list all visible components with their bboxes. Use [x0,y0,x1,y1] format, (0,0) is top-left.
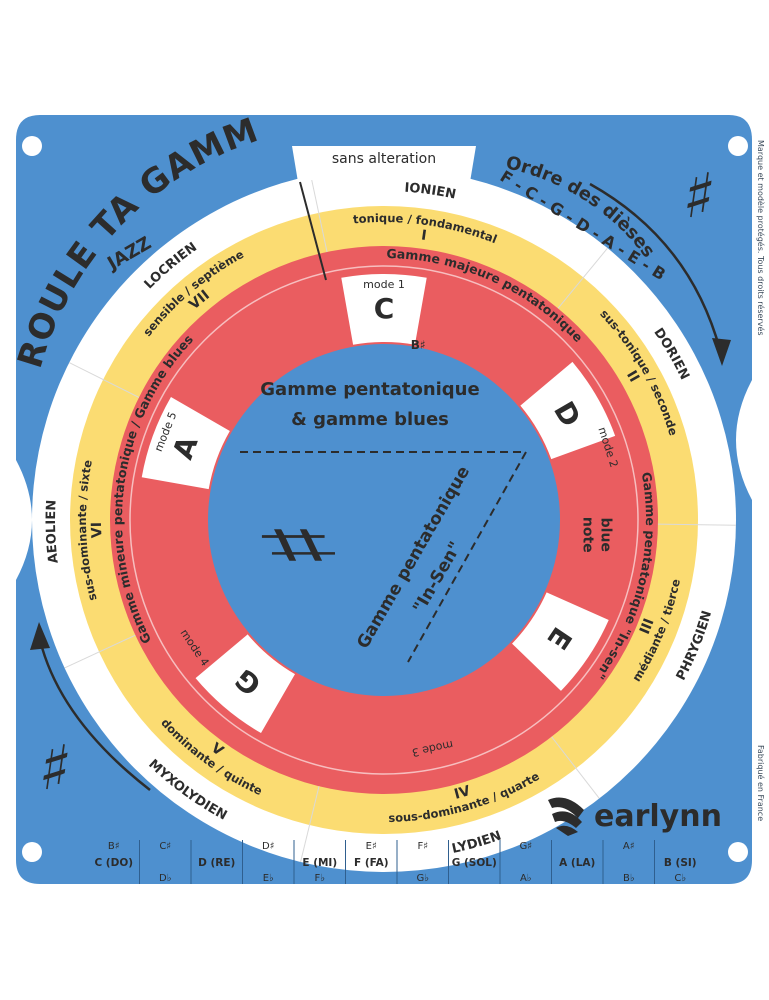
mode-divider [310,175,328,253]
note-window-a[interactable] [141,397,230,490]
center-disc[interactable] [208,344,560,696]
note-window-g[interactable] [195,634,295,734]
center-title-line1: Gamme pentatonique [260,379,479,400]
wheel-rings[interactable] [32,168,736,872]
mode-name-aeolien: AEOLIEN [44,500,62,565]
strip-note-bottom: A♭ [520,873,532,884]
top-tab-label: sans alteration [332,151,436,167]
mode-number-label: mode 1 [363,278,405,291]
strip-note-main: G (SOL) [452,857,497,869]
brand-logo: earlynn [548,797,722,836]
sharp-center: ♯ [242,521,359,569]
strip-note-bottom: C♭ [674,873,686,884]
scale-ring-inner-line [129,265,639,775]
mode-divider [551,736,600,799]
bottom-note-strip: B♯ C (DO) C♯ D♭ D (RE) D♯ E♭ E (MI) F♭ E♯ F (FA) F♯… [94,840,697,884]
strip-note-main: B (SI) [664,857,697,869]
mode-divider [300,786,320,863]
rotate-arrow-left-head [30,622,50,650]
strip-note-top: C♯ [159,841,171,852]
mode-divider [657,523,736,526]
strip-note-top: G♯ [519,841,532,852]
degree-numeral: VI [89,522,106,539]
strip-note-main: A (LA) [559,857,595,869]
strip-note-bottom: E♭ [263,873,274,884]
strip-note-main: D (RE) [198,857,235,869]
degree-numeral: I [420,228,427,245]
strip-note-top: B♯ [108,841,120,852]
note-window-e[interactable] [512,592,609,691]
degree-numeral-path: VI [89,522,106,539]
brand-name: earlynn [594,799,722,834]
center-dashed-diagonal [407,451,527,663]
degree-numeral: IV [453,783,473,803]
mode-divider [64,634,136,669]
note-window-d[interactable] [520,361,616,460]
strip-note-bottom: D♭ [159,873,172,884]
hole-bottom-right [728,842,748,862]
strip-note-top: A♯ [623,841,635,852]
side-text-bottom: Fabriqué en France [756,745,766,821]
mode-divider [557,247,608,309]
hole-top-right [728,136,748,156]
strip-note-top: D♯ [262,841,275,852]
strip-note-top: E♯ [366,841,377,852]
strip-note-main: F (FA) [354,857,389,869]
strip-note-top: F♯ [417,841,428,852]
degree-numeral-path: I [420,228,427,245]
note-letter: C [374,292,395,325]
rotate-arrow-left [38,639,151,791]
blue-note-line2: note [579,517,595,553]
side-text-right: Marque et modèle protégés. Tous droits r… [756,140,766,336]
pointer-line [299,181,327,281]
mode-name-path: AEOLIEN [44,500,62,565]
strip-note-bottom: F♭ [315,873,326,884]
degree-numeral: III [637,616,658,636]
mode-divider [68,362,140,398]
rotate-arrow-right-head [712,338,731,366]
note-alteration: B♯ [411,338,426,352]
rotate-arrow-right [589,182,722,351]
strip-note-main: E (MI) [302,857,337,869]
degree-numeral-path: III [637,616,658,636]
hole-top-left [22,136,42,156]
strip-note-main: C (DO) [94,857,133,869]
brand-logo-mark [548,797,584,836]
top-tab[interactable] [292,146,476,182]
strip-note-bottom: G♭ [417,873,430,884]
degree-numeral-path: IV [453,783,473,803]
strip-note-bottom: B♭ [623,873,635,884]
note-window-c[interactable] [341,274,427,345]
center-title-line2: & gamme blues [291,409,449,430]
blue-note-line1: blue [597,518,613,552]
hole-bottom-left [22,842,42,862]
